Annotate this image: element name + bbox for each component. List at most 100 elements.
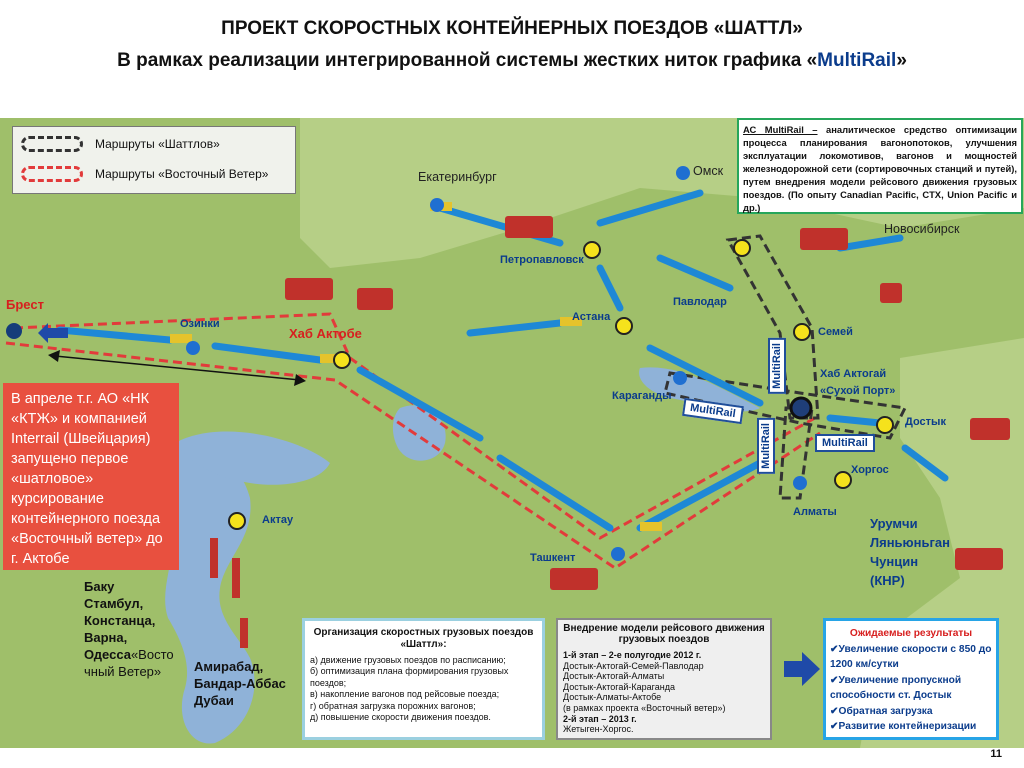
- shuttle-organization-box: Организация скоростных грузовых поездов …: [302, 618, 545, 740]
- result-item-text: Увеличение пропускной способности ст. До…: [830, 674, 962, 702]
- west-cities: Баку Стамбул, Констанца, Варна, Одесса«В…: [84, 578, 174, 680]
- train-9: [466, 319, 564, 337]
- interrail-note: В апреле т.г. АО «НК «КТЖ» и компанией I…: [3, 383, 179, 570]
- city-khorgos: Хоргос: [851, 464, 889, 476]
- city-novosibirsk: Новосибирск: [884, 222, 960, 236]
- trucks: [285, 216, 1010, 590]
- results-heading: Ожидаемые результаты: [849, 628, 973, 639]
- china-city-1: Урумчи: [870, 516, 918, 531]
- locomotive-1: [170, 334, 192, 343]
- south-city-3: Дубаи: [194, 693, 234, 708]
- hub-aktau: [228, 512, 246, 530]
- shuttle-box-item: д) повышение скорости движения поездов.: [310, 712, 491, 723]
- caspian-north: [175, 431, 330, 485]
- west-city-4: Варна,: [84, 630, 128, 645]
- shuttle-box-item: г) обратная загрузка порожних вагонов;: [310, 700, 476, 711]
- city-dostyk: Достык: [905, 416, 946, 428]
- model-stage1-item: Достык-Актогай-Караганда: [563, 681, 675, 692]
- shuttle-route-karaganda-dostyk: [663, 371, 908, 440]
- hub-semey: [793, 323, 811, 341]
- train-segments: [56, 189, 949, 532]
- subtitle-brand: MultiRail: [817, 50, 897, 71]
- west-city-5: Одесса: [84, 647, 131, 662]
- city-hub-aktobe: Хаб Актобе: [289, 326, 362, 341]
- hub-khorgos: [834, 471, 852, 489]
- city-aktau: Актау: [262, 514, 294, 526]
- south-city-1: Амирабад,: [194, 659, 264, 674]
- legend-east-wind-label: Маршруты «Восточный Ветер»: [95, 167, 269, 181]
- dot-karaganda: [673, 371, 687, 385]
- checkmark-icon: ✔: [830, 674, 839, 686]
- truck-5: [970, 418, 1010, 440]
- model-implementation-box: Внедрение модели рейсового движения груз…: [556, 618, 772, 740]
- west-city-6: чный Ветер»: [84, 664, 162, 679]
- city-pavlodar: Павлодар: [673, 296, 727, 308]
- multirail-label-semey: MultiRail: [768, 338, 786, 394]
- balkhash-lake: [639, 367, 760, 412]
- model-stage1-item: Достык-Актогай-Алматы: [563, 671, 665, 682]
- train-2: [211, 342, 324, 364]
- city-ekaterinburg: Екатеринбург: [418, 170, 497, 184]
- train-3: [356, 366, 484, 442]
- hub-petropavlovsk: [583, 241, 601, 259]
- train-11: [656, 254, 734, 292]
- checkmark-icon: ✔: [830, 643, 839, 655]
- dot-almaty: [793, 476, 807, 490]
- train-14: [901, 444, 949, 482]
- shuttle-box-item: в) накопление вагонов под рейсовые поезд…: [310, 689, 500, 700]
- result-item: ✔Обратная загрузка: [830, 704, 992, 720]
- checkmark-icon: ✔: [830, 721, 839, 732]
- truck-4: [800, 228, 848, 250]
- city-aktogay: Хаб Актогай «Сухой Порт»: [820, 366, 895, 400]
- arrow-to-brest: [38, 323, 68, 343]
- train-8: [646, 344, 764, 407]
- result-item-text: Увеличение скорости с 850 до 1200 км/сут…: [830, 643, 992, 671]
- train-10: [596, 189, 704, 227]
- truck-2: [285, 278, 333, 300]
- south-city-2: Бандар-Аббас: [194, 676, 286, 691]
- hub-dostyk: [876, 416, 894, 434]
- model-stage2-item: Жетыген-Хоргос.: [563, 724, 634, 735]
- truck-6: [955, 548, 1003, 570]
- shuttle-box-item: а) движение грузовых поездов по расписан…: [310, 655, 506, 665]
- city-almaty: Алматы: [793, 506, 837, 518]
- city-petropavlovsk: Петропавловск: [500, 254, 584, 266]
- results-arrow-icon: [784, 652, 820, 686]
- city-astana: Астана: [572, 311, 611, 323]
- locomotive-5: [640, 522, 662, 531]
- china-cities: Урумчи Ляньюньган Чунцин (КНР): [870, 514, 950, 590]
- locomotive-3: [560, 317, 582, 326]
- expected-results-box: Ожидаемые результаты ✔Увеличение скорост…: [823, 618, 999, 740]
- page-subtitle: В рамках реализации интегрированной сист…: [0, 50, 1024, 72]
- page-title: ПРОЕКТ СКОРОСТНЫХ КОНТЕЙНЕРНЫХ ПОЕЗДОВ «…: [221, 18, 803, 39]
- dot-tashkent: [611, 547, 625, 561]
- legend-shuttle-swatch: [21, 136, 83, 152]
- subtitle-prefix: В рамках реализации интегрированной сист…: [117, 50, 818, 71]
- city-ozinki: Озинки: [180, 318, 220, 330]
- west-city-5-rest: «Восто: [130, 647, 174, 662]
- legend-east-wind-swatch: [21, 166, 83, 182]
- model-stage2: 2-й этап – 2013 г.: [563, 713, 637, 724]
- train-1: [56, 326, 174, 344]
- hub-dots: [228, 239, 894, 530]
- result-item: ✔Увеличение пропускной способности ст. Д…: [830, 673, 992, 704]
- page-number: 11: [990, 748, 1002, 760]
- locomotive-2: [320, 354, 342, 363]
- ships: [210, 538, 248, 648]
- multirail-info-box: АС MultiRail – аналитическое средство оп…: [737, 118, 1023, 214]
- train-12: [826, 414, 884, 427]
- shuttle-box-item: б) оптимизация плана формирования грузов…: [310, 666, 509, 688]
- result-item: ✔Увеличение скорости с 850 до 1200 км/су…: [830, 642, 992, 673]
- double-arrow-head-left: [48, 350, 60, 362]
- train-7: [596, 264, 624, 312]
- shuttle-box-heading: Организация скоростных грузовых поездов …: [313, 627, 534, 650]
- info-lead: АС MultiRail –: [743, 124, 818, 135]
- dot-ozinki: [186, 341, 200, 355]
- city-aktogay-line1: Хаб Актогай: [820, 368, 887, 380]
- city-aktogay-line2: «Сухой Порт»: [820, 385, 896, 397]
- hub-aktogay: [789, 396, 813, 420]
- ship-2: [232, 558, 240, 598]
- city-omsk: Омск: [693, 164, 724, 178]
- result-item: ✔Развитие контейнеризации: [830, 719, 992, 735]
- west-city-1: Баку: [84, 579, 115, 594]
